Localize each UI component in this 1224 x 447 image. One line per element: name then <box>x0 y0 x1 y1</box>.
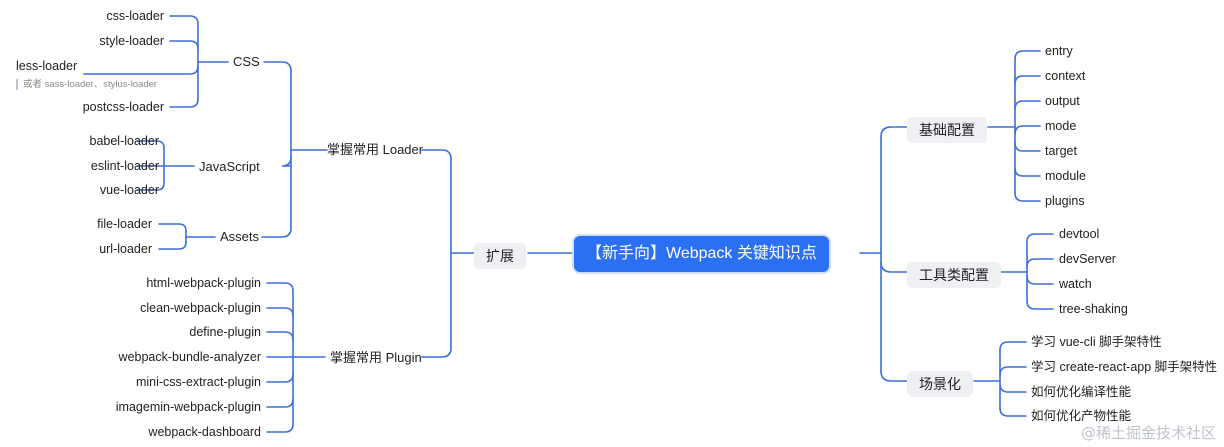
leaf-output: output <box>1045 94 1080 108</box>
branch-loader: 掌握常用 Loader <box>327 142 424 157</box>
leaf-context: context <box>1045 69 1086 83</box>
connector-33 <box>266 423 294 433</box>
connector-32 <box>266 398 294 408</box>
connector-47 <box>1014 192 1041 202</box>
leaf-vue-loader: vue-loader <box>99 183 159 197</box>
connector-43 <box>1014 100 1041 110</box>
branch-scenario: 场景化 <box>907 371 973 397</box>
connector-36 <box>880 126 908 138</box>
branch-basic-config: 基础配置 <box>907 117 987 143</box>
leaf-devserver: devServer <box>1059 252 1116 266</box>
group-javascript: JavaScript <box>199 159 260 174</box>
leaf-less-loader: less-loader <box>16 59 78 73</box>
watermark: @稀土掘金技术社区 <box>1080 424 1216 442</box>
leaf-webpack-bundle-analyzer: webpack-bundle-analyzer <box>118 350 261 364</box>
leaf-tree-shaking: tree-shaking <box>1059 302 1128 316</box>
leaf-module: module <box>1045 169 1086 183</box>
connector-14 <box>83 65 199 75</box>
connector-53 <box>1026 300 1054 310</box>
connector-18 <box>136 140 165 149</box>
leaf-style-loader: style-loader <box>99 34 164 48</box>
leaf-create-react-app: 学习 create-react-app 脚手架特性 <box>1031 360 1218 374</box>
group-assets: Assets <box>220 229 260 244</box>
leaf-target: target <box>1045 144 1077 158</box>
connector-45 <box>1014 142 1041 152</box>
connector-9 <box>261 227 292 238</box>
leaf-html-webpack-plugin: html-webpack-plugin <box>146 276 261 290</box>
connector-58 <box>999 383 1027 393</box>
leaf-define-plugin: define-plugin <box>189 325 261 339</box>
connector-24 <box>158 241 187 250</box>
connector-12 <box>169 15 199 25</box>
leaf-webpack-dashboard: webpack-dashboard <box>148 425 261 439</box>
connector-56 <box>999 341 1027 351</box>
connector-8 <box>281 156 292 167</box>
branch-extension: 扩展 <box>474 243 526 269</box>
connector-3 <box>421 149 452 160</box>
connector-28 <box>266 307 294 317</box>
leaf-clean-webpack-plugin: clean-webpack-plugin <box>140 301 261 315</box>
leaf-mini-css-extract-plugin: mini-css-extract-plugin <box>135 375 261 389</box>
connector-15 <box>169 98 199 108</box>
connector-20 <box>136 182 165 191</box>
branch-plugin: 掌握常用 Plugin <box>330 350 422 365</box>
leaf-eslint-loader: eslint-loader <box>90 159 159 173</box>
leaf-vue-cli: 学习 vue-cli 脚手架特性 <box>1031 335 1162 349</box>
leaf-plugins: plugins <box>1045 194 1085 208</box>
connector-4 <box>421 347 452 358</box>
connector-44 <box>1014 125 1041 135</box>
leaf-url-loader: url-loader <box>99 242 152 256</box>
connector-50 <box>1026 233 1054 243</box>
connector-23 <box>158 223 187 232</box>
branch-tool-config: 工具类配置 <box>907 262 1001 288</box>
connector-57 <box>999 366 1027 376</box>
leaf-entry: entry <box>1045 44 1073 58</box>
connector-52 <box>1026 275 1054 285</box>
leaf-compile-perf: 如何优化编译性能 <box>1031 385 1132 399</box>
leaf-postcss-loader: postcss-loader <box>82 100 164 114</box>
connector-59 <box>999 407 1027 417</box>
connector-51 <box>1026 258 1054 268</box>
leaf-output-perf: 如何优化产物性能 <box>1031 409 1132 423</box>
leaf-devtool: devtool <box>1059 227 1100 241</box>
leaf-css-loader: css-loader <box>106 9 164 23</box>
leaf-watch: watch <box>1059 277 1092 291</box>
less-loader-note: 或者 sass-loader、stylus-loader <box>16 79 157 90</box>
connector-29 <box>266 331 294 341</box>
connector-46 <box>1014 167 1041 177</box>
connector-31 <box>266 373 294 383</box>
leaf-imagemin-webpack-plugin: imagemin-webpack-plugin <box>115 400 261 414</box>
connector-42 <box>1014 75 1041 85</box>
leaf-babel-loader: babel-loader <box>89 134 160 148</box>
leaf-file-loader: file-loader <box>97 217 152 231</box>
leaf-mode: mode <box>1045 119 1077 133</box>
connector-38 <box>880 370 908 382</box>
connector-27 <box>266 282 294 292</box>
center-node: 【新手向】Webpack 关键知识点 <box>574 236 829 272</box>
group-css: CSS <box>233 54 260 69</box>
connector-41 <box>1014 50 1041 60</box>
connector-37 <box>880 261 908 273</box>
connector-13 <box>169 40 199 50</box>
connector-7 <box>263 61 292 72</box>
